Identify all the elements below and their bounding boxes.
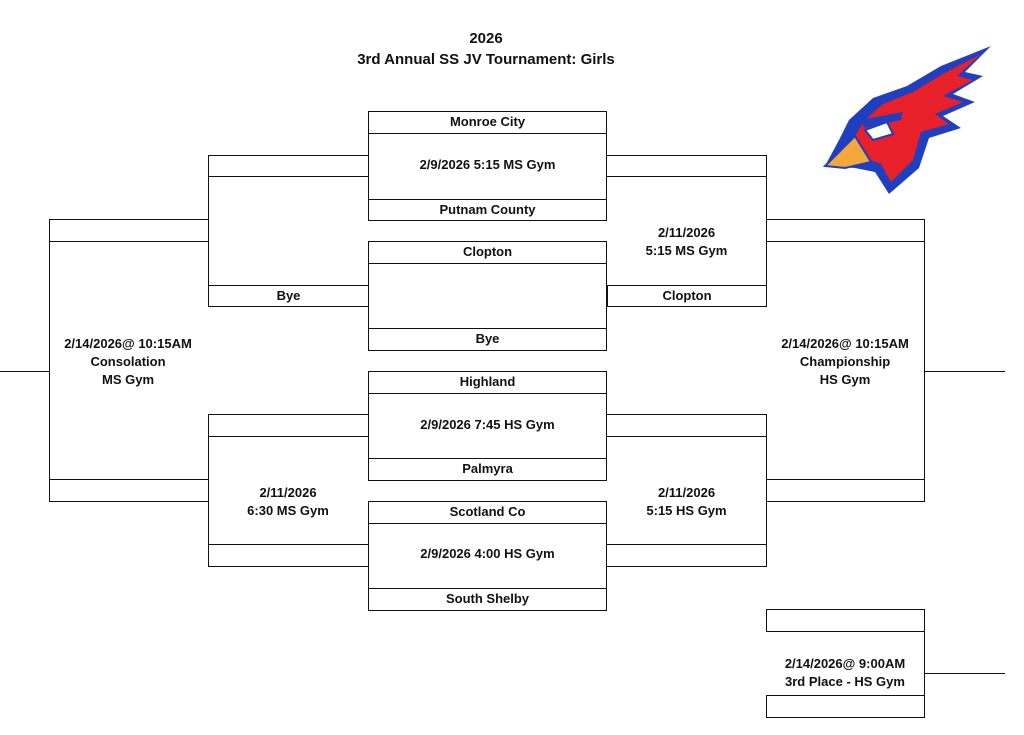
- game1-bottom-team: Putnam County: [368, 199, 607, 221]
- champ-winner-line: [925, 371, 1005, 372]
- champ-semi2-info: 2/11/2026 5:15 HS Gym: [646, 485, 727, 518]
- game3-bottom-team: Palmyra: [368, 458, 607, 481]
- game2-top-team: Clopton: [368, 241, 607, 264]
- champ-final-line: [766, 501, 925, 502]
- cons-final-line: [49, 479, 208, 480]
- cardinal-head-icon: [822, 46, 991, 194]
- cons-semi1-line: [208, 176, 368, 177]
- tournament-year: 2026: [469, 30, 503, 47]
- champ-semi1-line: [607, 155, 767, 156]
- consolation-info: 2/14/2026@ 10:15AM Consolation MS Gym: [64, 336, 192, 387]
- champ-semi1-line: [607, 176, 767, 177]
- champ-final-line: [766, 219, 925, 220]
- game4-bottom-team: South Shelby: [368, 588, 607, 611]
- third-place-winner-line: [925, 673, 1005, 674]
- cons-semi-info: 2/11/2026 6:30 MS Gym: [247, 485, 329, 518]
- cons-semi2-line: [208, 436, 368, 437]
- cons-semi2-line: [208, 544, 368, 545]
- game1-top-team: Monroe City: [368, 111, 607, 134]
- cons-final-connector: [49, 219, 50, 501]
- third-place-connector: [924, 609, 925, 717]
- champ-semi1-connector: [766, 155, 767, 307]
- cons-final-line: [49, 241, 208, 242]
- cons-final-line: [49, 219, 208, 220]
- cons-semi2-connector: [208, 414, 209, 566]
- game4-top-team: Scotland Co: [368, 501, 607, 524]
- third-place-line: [766, 695, 925, 696]
- game4-info: 2/9/2026 4:00 HS Gym: [420, 546, 555, 561]
- third-place-connector: [766, 695, 767, 717]
- champ-semi2-line: [607, 414, 767, 415]
- champ-final-line: [766, 479, 925, 480]
- cons-semi1-line: [208, 155, 368, 156]
- cons-semi2-line: [208, 414, 368, 415]
- third-place-line: [766, 609, 925, 610]
- cons-semi1-connector: [208, 155, 209, 307]
- champ-semi1-info: 2/11/2026 5:15 MS Gym: [645, 225, 728, 258]
- game1-info: 2/9/2026 5:15 MS Gym: [419, 157, 556, 172]
- third-place-connector: [766, 609, 767, 631]
- champ-final-line: [766, 241, 925, 242]
- championship-info: 2/14/2026@ 10:15AM Championship HS Gym: [781, 336, 909, 387]
- game3-top-team: Highland: [368, 371, 607, 394]
- champ-semi2-line: [607, 436, 767, 437]
- cons-final-line: [49, 501, 208, 502]
- third-place-line: [766, 717, 925, 718]
- cons-bye-slot: Bye: [208, 285, 369, 307]
- game3-info: 2/9/2026 7:45 HS Gym: [420, 417, 555, 432]
- third-place-info: 2/14/2026@ 9:00AM 3rd Place - HS Gym: [784, 656, 906, 689]
- champ-semi2-line: [607, 544, 767, 545]
- cons-semi2-line: [208, 566, 368, 567]
- champ-semi2-line: [607, 566, 767, 567]
- champ-final-connector: [924, 219, 925, 501]
- game2-bottom-team: Bye: [368, 328, 607, 351]
- tournament-title: 3rd Annual SS JV Tournament: Girls: [357, 51, 615, 68]
- cons-winner-line: [0, 371, 49, 372]
- third-place-line: [766, 631, 925, 632]
- champ-semi1-slot: Clopton: [607, 285, 767, 307]
- champ-semi2-connector: [766, 414, 767, 566]
